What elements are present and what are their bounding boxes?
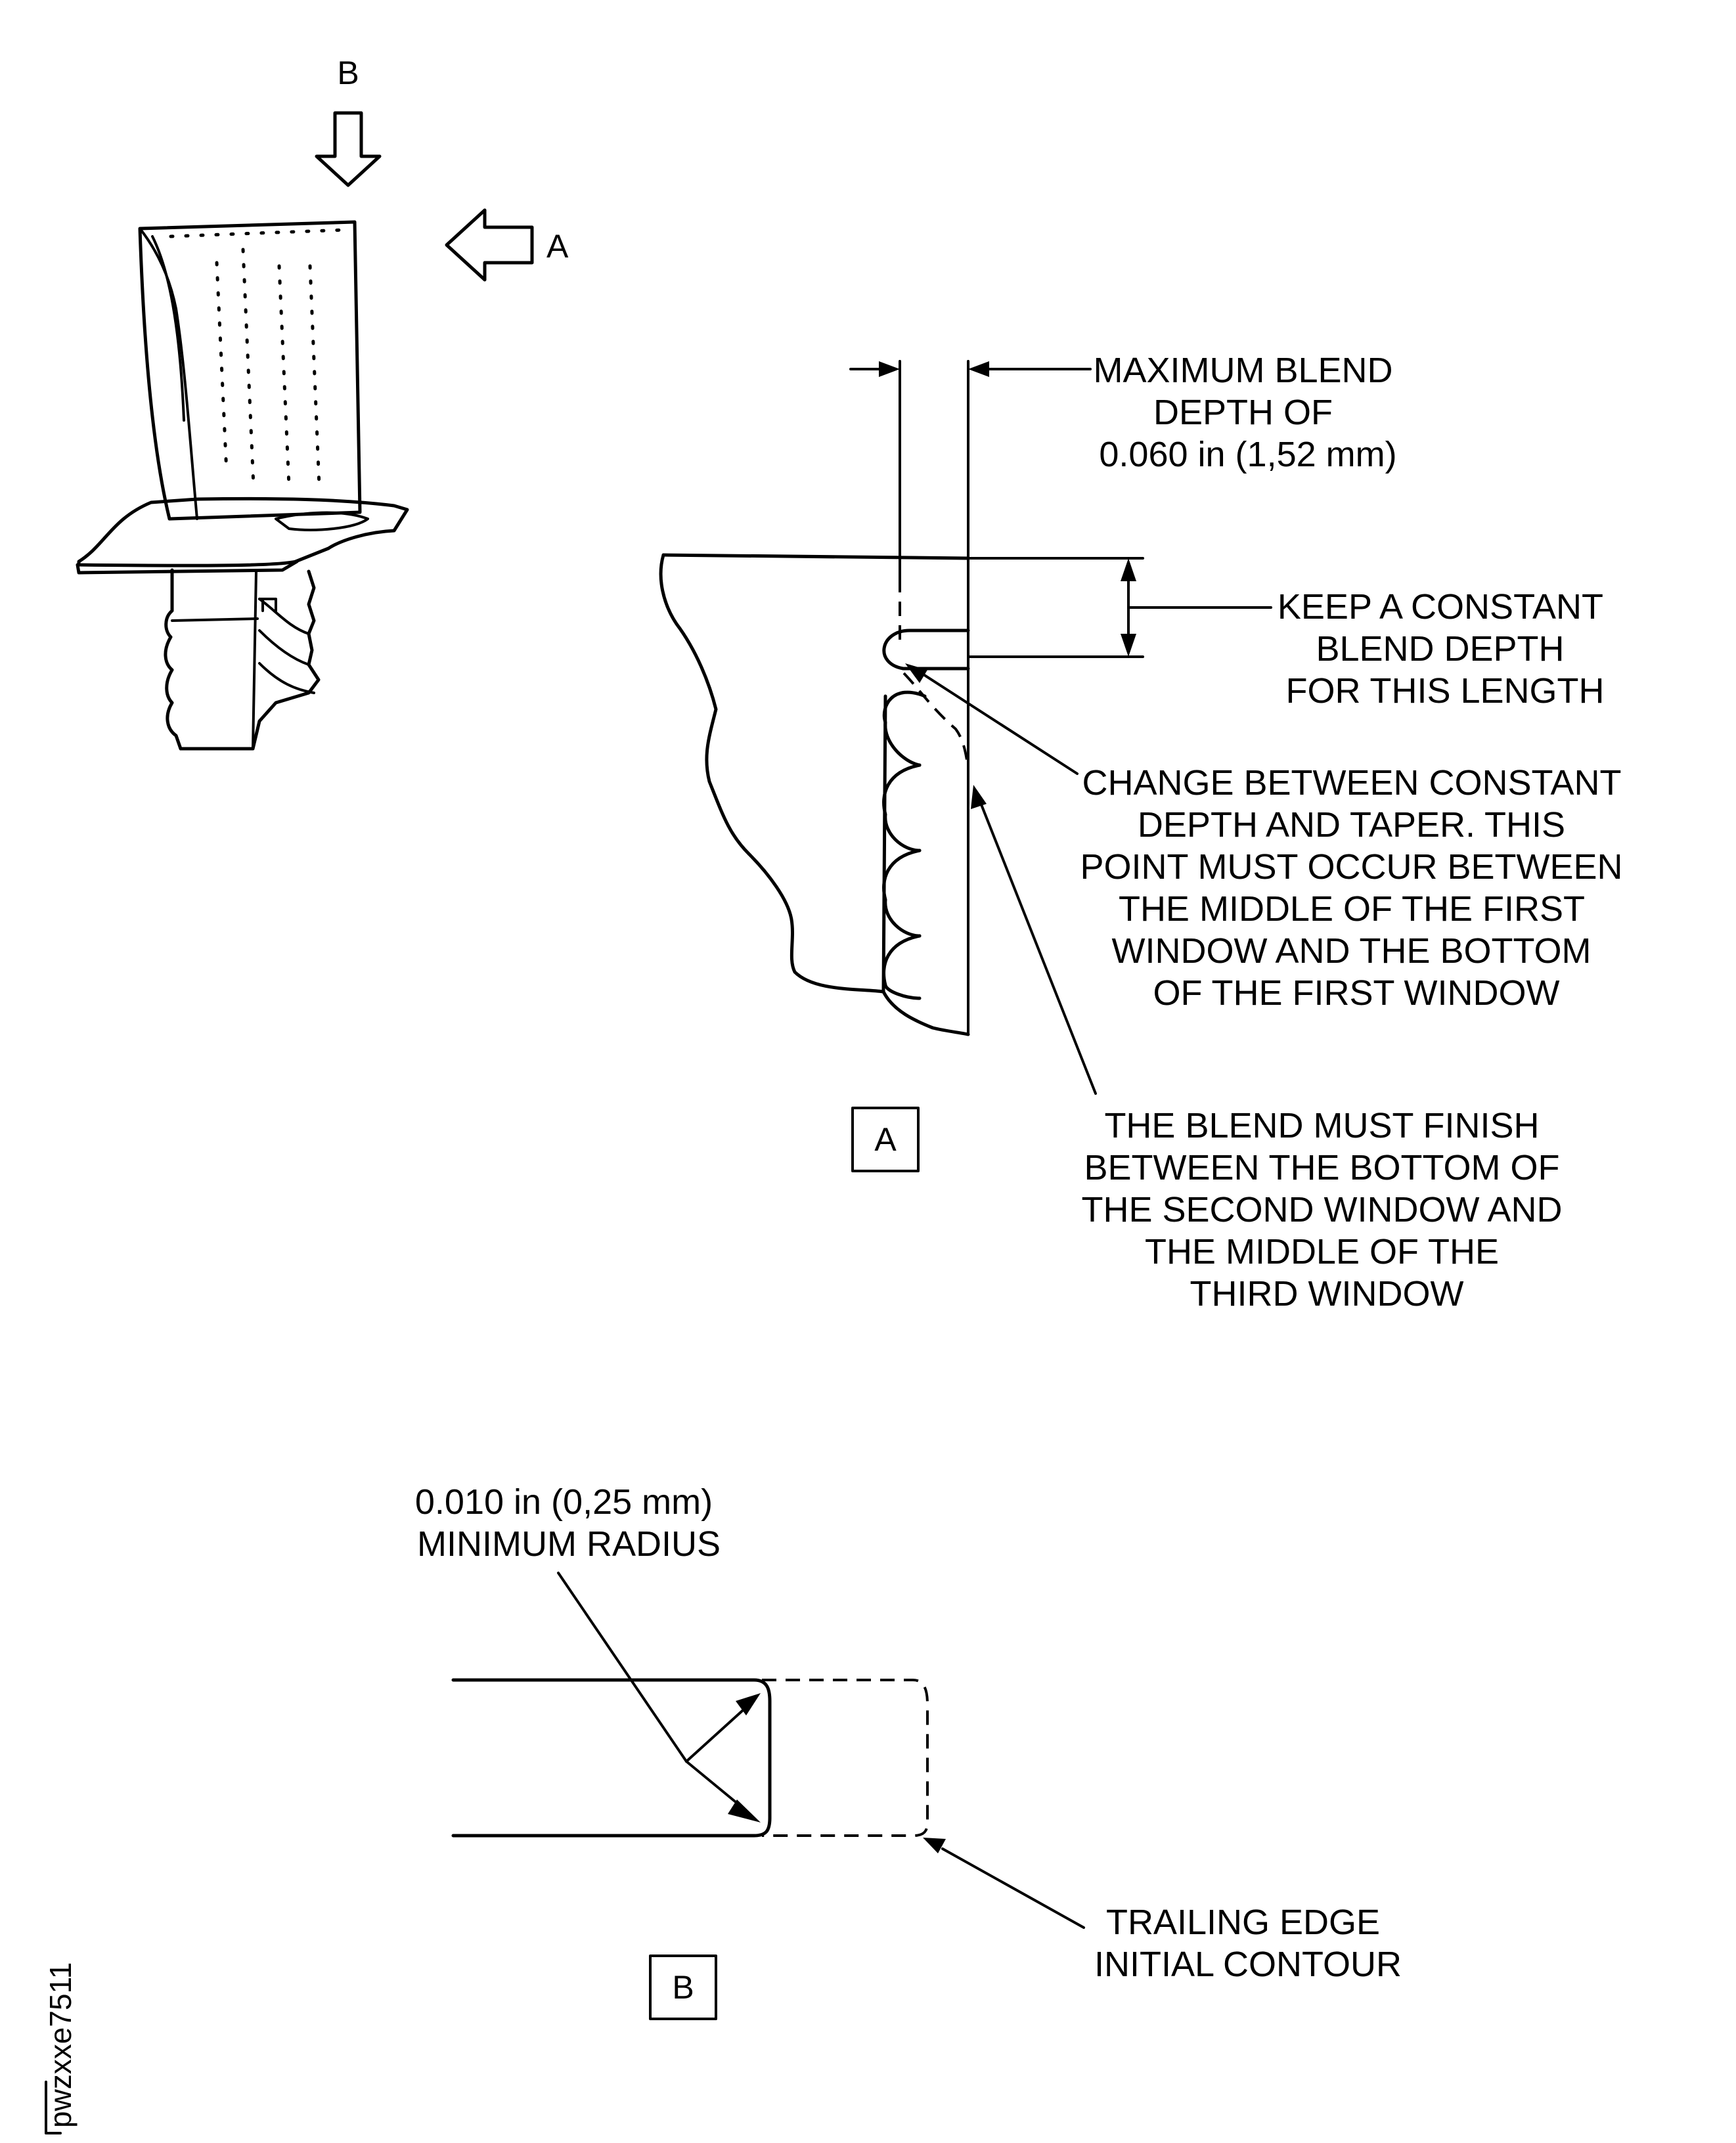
max-blend-depth-note: MAXIMUM BLEND DEPTH OF 0.060 in (1,52 mm… <box>1093 351 1402 474</box>
figure-id-tag: pwzxxe7511 <box>43 1962 78 2134</box>
view-b-detail: B <box>451 1572 1085 2020</box>
view-b-label: B <box>672 1969 694 2006</box>
view-a-label-box <box>851 1107 920 1172</box>
change-point-note: CHANGE BETWEEN CONSTANT DEPTH AND TAPER.… <box>1080 763 1632 1013</box>
view-a-arrow-label: A <box>546 228 569 265</box>
trailing-edge-contour-note: TRAILING EDGE INITIAL CONTOUR <box>1094 1903 1402 1984</box>
view-b-label-box <box>649 1955 717 2020</box>
constant-depth-note: KEEP A CONSTANT BLEND DEPTH FOR THIS LEN… <box>1278 587 1613 711</box>
view-a-detail: A <box>659 360 1272 1172</box>
view-a-label: A <box>874 1121 897 1158</box>
blend-finish-note: THE BLEND MUST FINISH BETWEEN THE BOTTOM… <box>1081 1106 1572 1314</box>
figure-id: pwzxxe7511 <box>43 1962 78 2128</box>
view-a-arrow: A <box>445 208 569 282</box>
view-b-arrow: B <box>315 55 382 187</box>
view-b-arrow-label: B <box>337 55 359 91</box>
minimum-radius-note: 0.010 in (0,25 mm) MINIMUM RADIUS <box>415 1482 723 1564</box>
turbine-blade-sketch <box>76 220 409 751</box>
